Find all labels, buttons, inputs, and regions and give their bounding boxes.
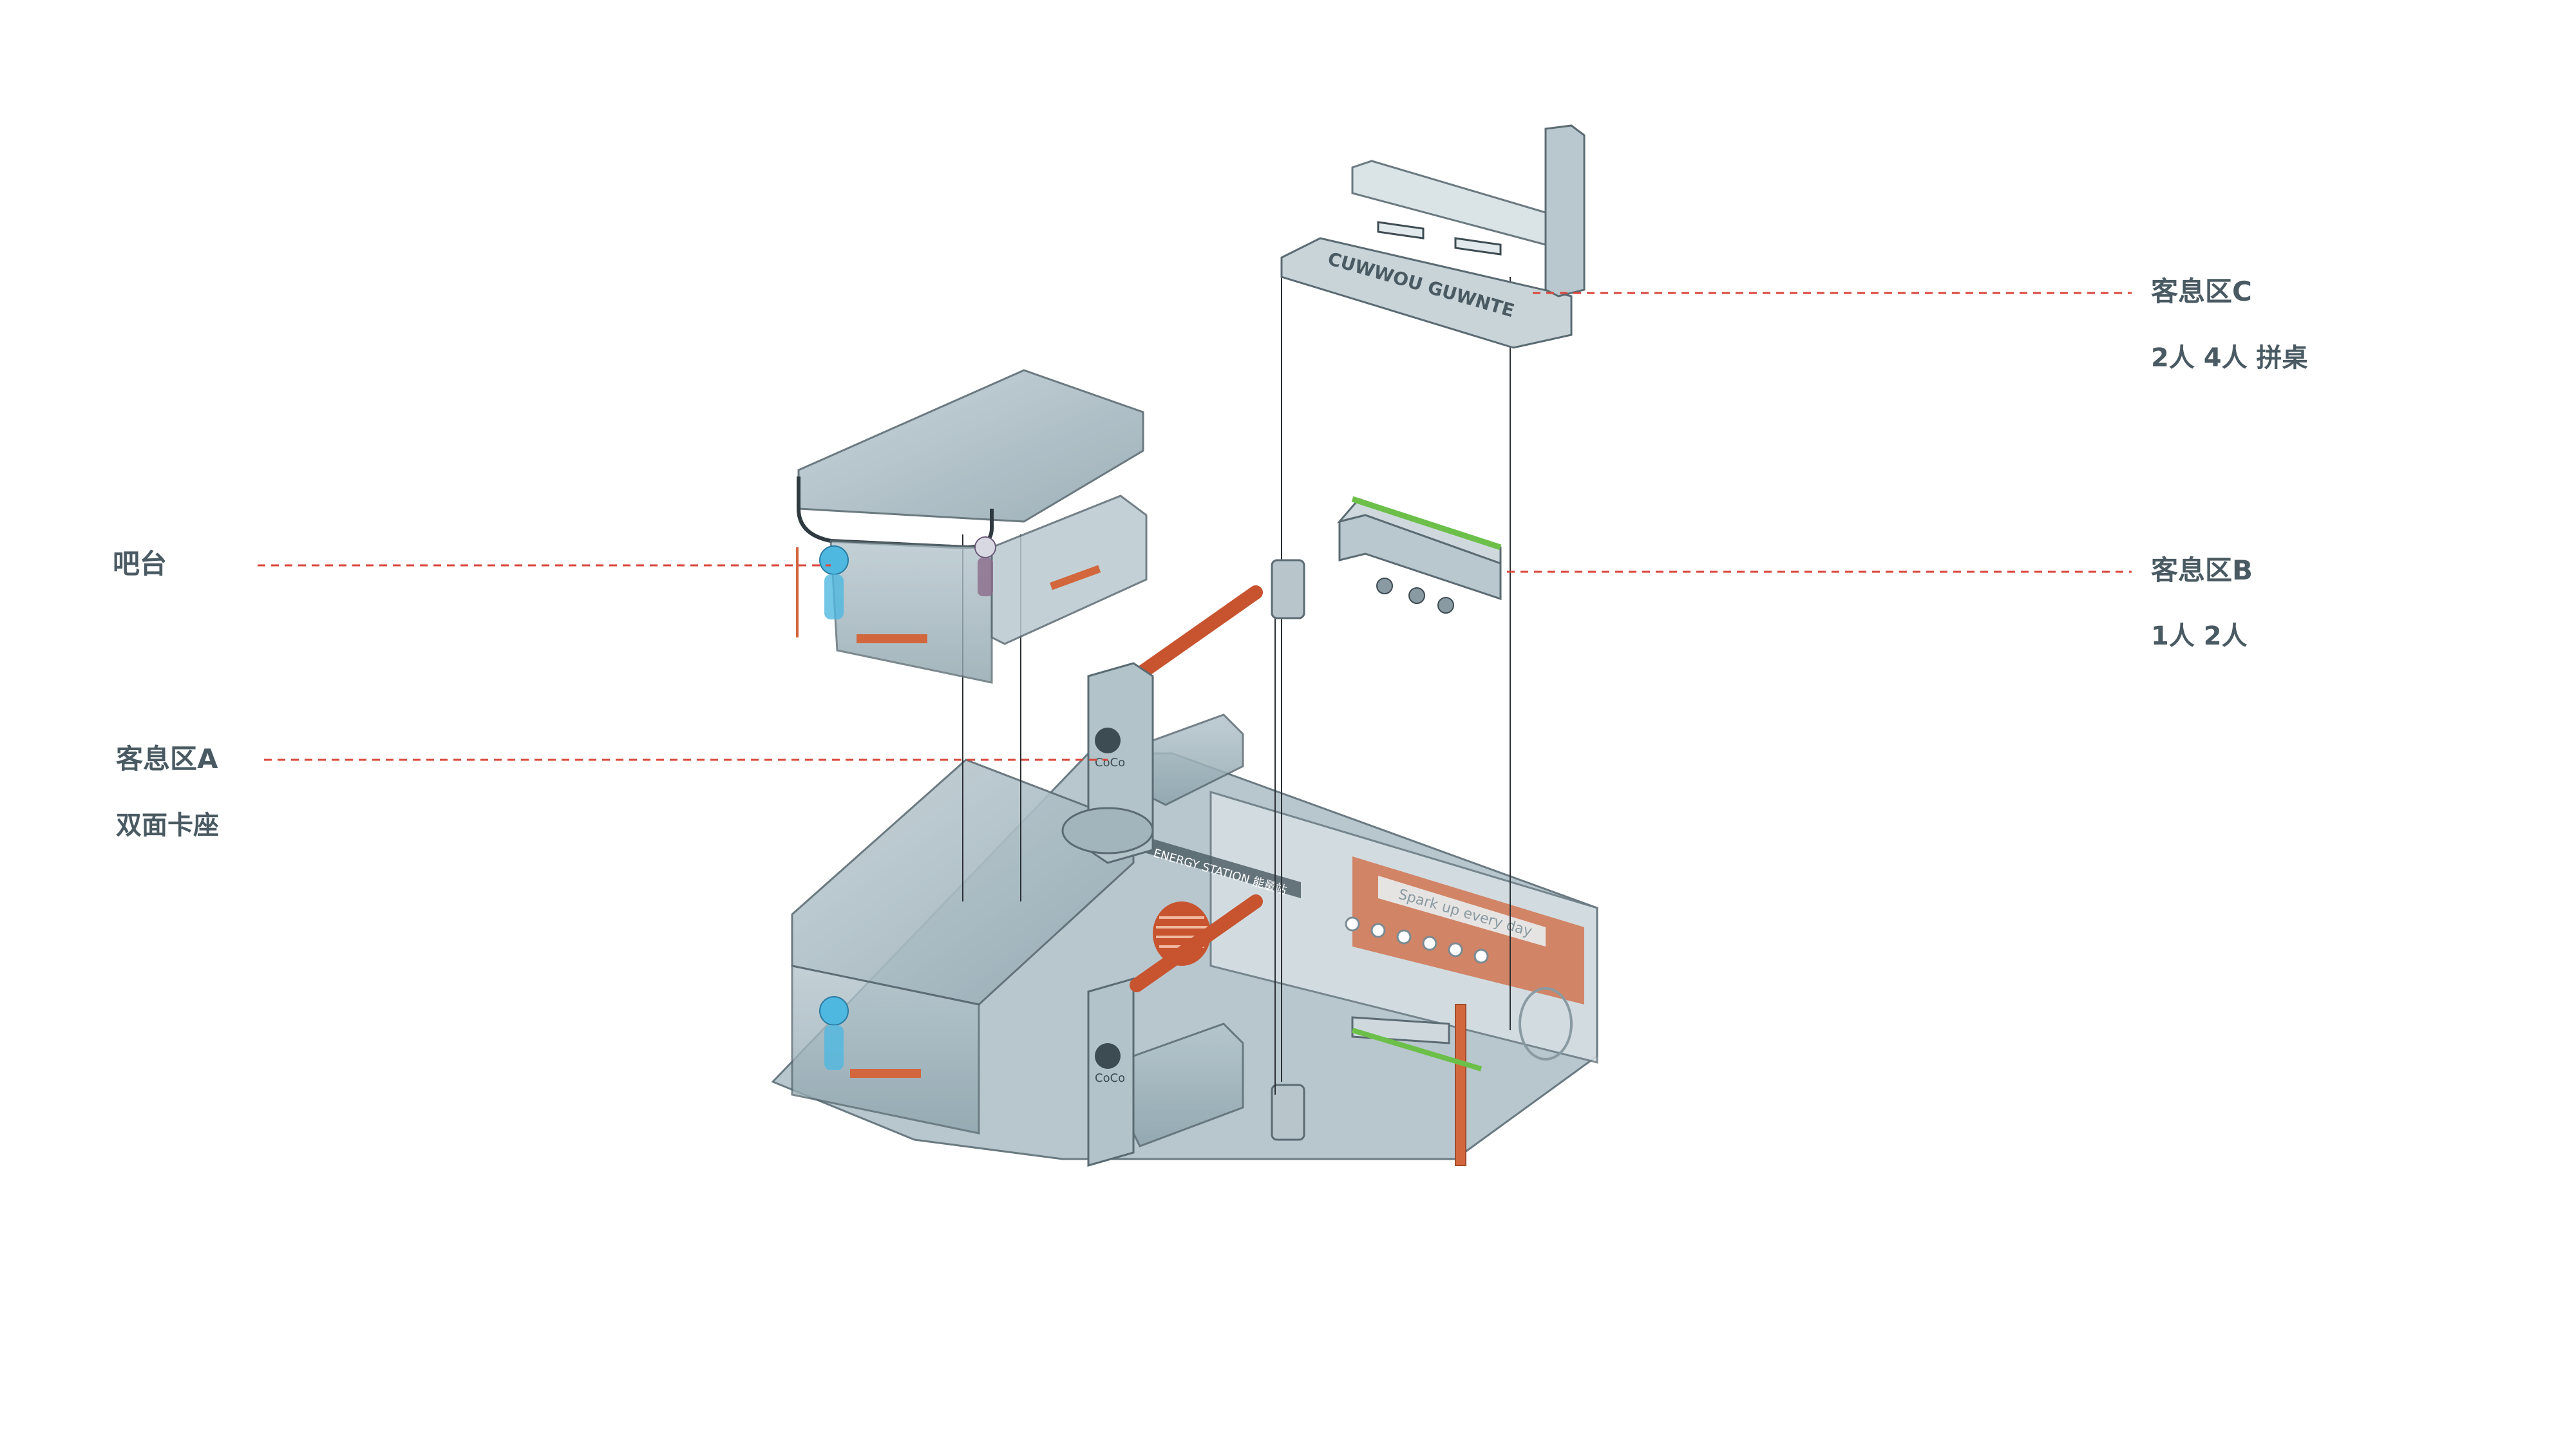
zone-a-base — [1061, 807, 1154, 854]
label-bar: 吧台 — [113, 548, 167, 580]
round-window — [1519, 987, 1573, 1061]
label-zone-a-sub: 双面卡座 — [116, 811, 219, 840]
zone-b-lamps — [1376, 578, 1454, 614]
bar-upper-orange-strip-2 — [1050, 565, 1101, 590]
ground-booth — [1132, 1023, 1244, 1147]
zone-a-seat — [1151, 713, 1244, 806]
store-sign-band — [1146, 837, 1301, 898]
zone-a-column-logo-mark — [1095, 728, 1121, 753]
zone-b-green-rail — [1351, 496, 1502, 551]
zone-b-body — [1338, 514, 1502, 601]
zone-a-column-logo: CoCo — [1095, 756, 1125, 769]
ground-bar-orange-strip — [850, 1069, 921, 1078]
ground-coco-column — [1087, 977, 1135, 1167]
label-zone-b: 客息区B — [2151, 554, 2253, 586]
slogan-panel — [1378, 876, 1546, 947]
zone-b-cup — [1271, 559, 1305, 619]
bar-upper-orange-strip — [857, 634, 927, 643]
bar-upper-right-wing — [990, 495, 1148, 645]
zone-c-slab — [1280, 237, 1573, 349]
bar-counter-upper — [796, 369, 1148, 684]
zone-c-tower: CUWWOU GUWNTE — [1280, 124, 1586, 349]
purple-figure-upper — [974, 536, 996, 596]
zone-c-pillar — [1544, 124, 1586, 297]
zone-c-table-2 — [1454, 237, 1502, 256]
label-zone-a: 客息区A — [116, 743, 218, 775]
orange-pipes — [1130, 585, 1263, 992]
leader-lines — [258, 292, 2132, 761]
bar-upper-front — [829, 540, 993, 684]
zone-b-shelf — [1271, 496, 1502, 619]
blue-figure-upper — [819, 545, 849, 619]
wall-lights — [1345, 916, 1489, 964]
blue-figure-ground — [819, 996, 849, 1070]
label-zone-c-sub: 2人 4人 拼桌 — [2151, 343, 2308, 373]
zone-a-booth: CoCo — [1061, 662, 1244, 864]
zone-c-table-1 — [1377, 221, 1425, 240]
ground-green-rail — [1351, 1028, 1482, 1071]
bar-upper-top — [797, 369, 1144, 523]
label-zone-c: 客息区C — [2151, 276, 2252, 307]
ground-column-logo: CoCo — [1095, 1071, 1125, 1085]
orange-post — [1455, 1004, 1466, 1166]
ground-cup — [1271, 1084, 1305, 1141]
label-zone-b-sub: 1人 2人 — [2151, 621, 2248, 651]
